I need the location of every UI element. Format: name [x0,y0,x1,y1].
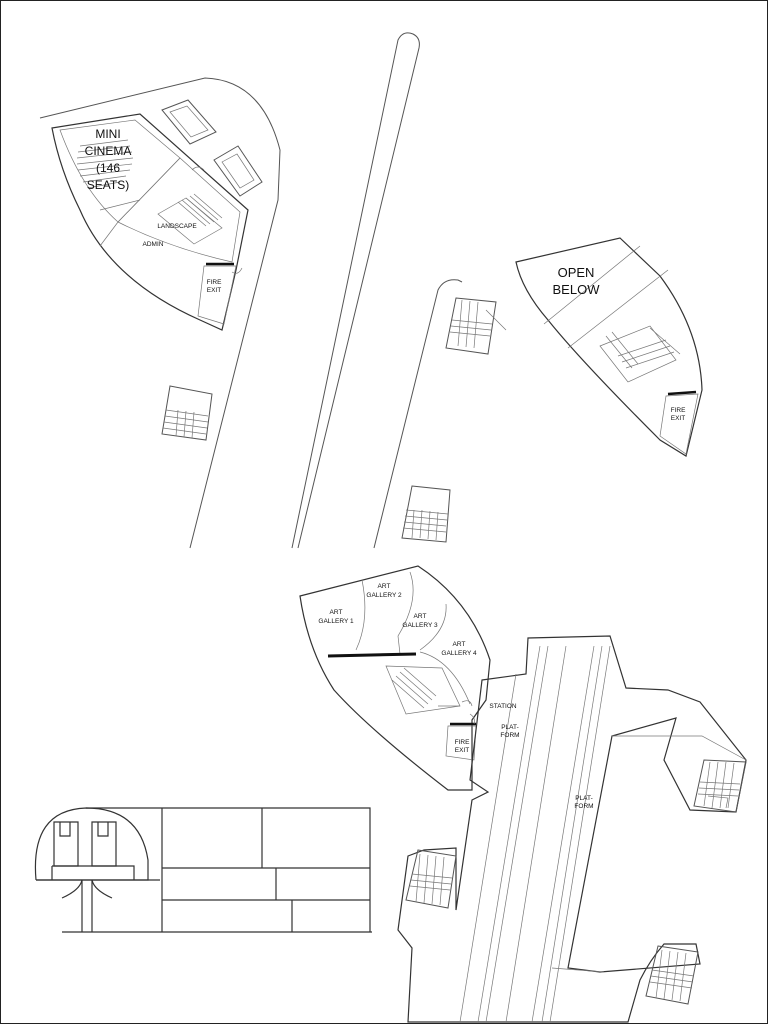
fire-exit-right-label-2: EXIT [671,415,685,422]
admin-partition [99,221,119,247]
fire-exit-right-label-1: FIRE [671,407,686,414]
platform-label-1-line-2: FORM [500,732,519,739]
fire-exit-left-label-2: EXIT [207,287,221,294]
stair-box-upper-mid [445,297,507,355]
door-swing [231,267,243,274]
platform-edge [612,735,747,761]
art-gallery-wing [299,565,491,791]
fire-exit-left [197,262,237,325]
door-swing [469,713,475,725]
mini-cinema-label-4: SEATS) [87,178,129,192]
door-swing [191,166,205,171]
fire-exit-lower [445,722,477,761]
cinema-partition [99,199,141,211]
track-line-6 [541,645,603,1023]
left-tower-outline [39,77,281,549]
upper-floor-plan [39,32,703,549]
art-gallery-1-label-2: GALLERY 1 [318,618,354,625]
open-below-wing [515,237,703,457]
platform-label-2-line-1: PLAT- [575,795,593,802]
platform-label-1-line-1: PLAT- [501,724,519,731]
stair-box-lower-mid [401,485,451,543]
art-gallery-3-label-1: ART [414,613,427,620]
skylight-1 [161,99,217,145]
track-line-1 [459,673,517,1023]
track-line-5 [531,645,595,1023]
track-line-3 [485,645,549,1023]
station-label: STATION [489,703,517,710]
cinema-seating [76,139,134,189]
art-gallery-4-label-2: GALLERY 4 [441,650,477,657]
platform-bottom [551,967,605,973]
gallery-wall [327,652,417,658]
art-gallery-3-label-2: GALLERY 3 [402,622,438,629]
stair-box-upper-left [161,385,213,441]
right-walkway [373,279,463,549]
fire-exit-lower-label-1: FIRE [455,739,470,746]
track-line-7 [549,645,611,1023]
door-swing [461,700,473,707]
landscape-stair [157,193,223,245]
gallery-partition-3 [419,603,447,651]
gallery-partition-1 [355,579,366,651]
gallery-partition-2 [397,571,414,655]
labels-layer: MINI CINEMA (146 SEATS) LANDSCAPE ADMIN … [85,127,686,810]
landscape-room [117,157,241,263]
building-section-grid [86,807,371,932]
tunnel-deck [36,865,160,881]
mini-cinema-label-2: CINEMA [85,144,132,158]
fire-exit-left-label-1: FIRE [207,279,222,286]
stair-box-station-left [405,849,457,909]
central-walkway [291,32,420,549]
art-gallery-4-label-1: ART [453,641,466,648]
art-gallery-2-label-1: ART [378,583,391,590]
stair-box-station-bottom [645,945,699,1005]
track-line-4 [505,645,567,1023]
stair-box-station-right [693,759,747,813]
track-line-2 [477,645,541,1023]
fire-exit-lower-label-2: EXIT [455,747,469,754]
landscape-label: LANDSCAPE [157,223,197,230]
mini-cinema-label-1: MINI [95,127,120,141]
train-doors [59,822,109,837]
support-curve [61,879,113,899]
open-below-label-2: BELOW [553,282,601,297]
platform-label-2-line-2: FORM [574,803,593,810]
cinema-wing [51,113,249,331]
mini-cinema-label-3: (146 [96,161,120,175]
station-outline [397,635,747,1023]
section-detail [34,807,372,933]
skylight-2 [213,145,263,197]
open-below-label-1: OPEN [558,265,595,280]
art-gallery-1-label-1: ART [330,609,343,616]
gallery-curve [419,651,471,705]
train-cars [53,821,117,867]
admin-label: ADMIN [143,241,164,248]
lower-floor-plan [299,565,747,1023]
section-ground [62,880,372,933]
art-gallery-2-label-2: GALLERY 2 [366,592,402,599]
gallery-stair-treads [391,667,437,709]
